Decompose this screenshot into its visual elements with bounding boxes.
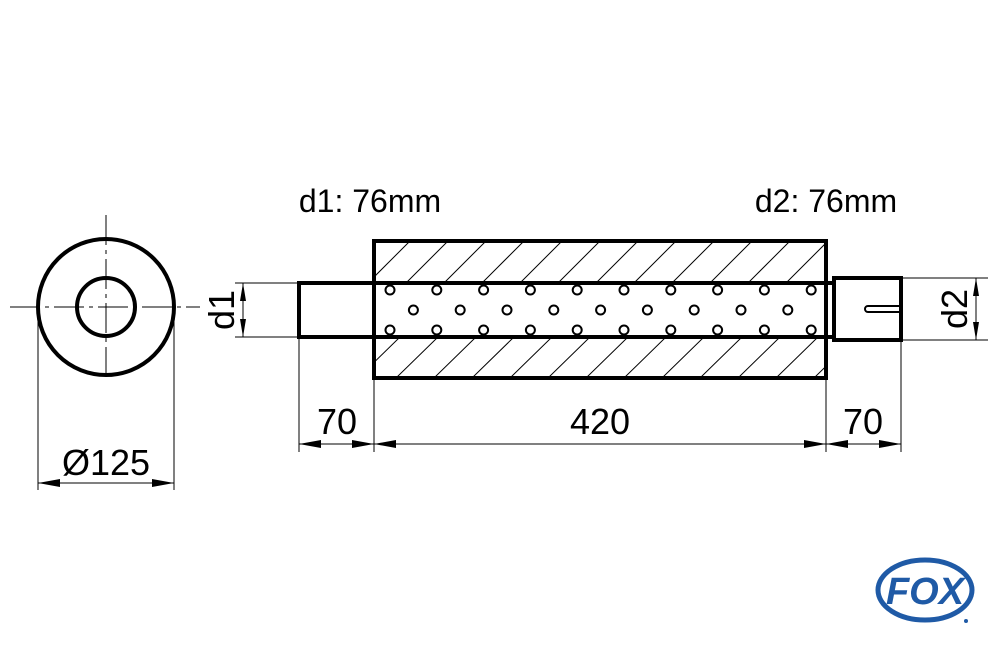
hatch-line	[406, 243, 447, 282]
diameter-label: Ø125	[62, 442, 150, 483]
perforation-hole	[571, 284, 583, 296]
body-length-label: 420	[570, 401, 630, 442]
inlet-pipe	[297, 281, 376, 339]
perforation-hole	[641, 304, 653, 316]
perforation-hole	[782, 304, 794, 316]
outlet-pipe	[832, 276, 903, 342]
hatch-line	[444, 243, 485, 282]
perforation-hole	[478, 324, 490, 336]
logo-text: FOX	[886, 571, 967, 613]
hatch-line	[434, 338, 476, 377]
perforation-hole	[758, 324, 770, 336]
hatch-line	[396, 338, 438, 377]
perforation-hole	[524, 284, 536, 296]
perforation-hole	[688, 304, 700, 316]
perforation-hole	[478, 284, 490, 296]
hatch-line	[596, 243, 637, 282]
hatch-line	[510, 338, 552, 377]
d1-spec: d1: 76mm	[299, 183, 441, 219]
hatch-line	[376, 243, 409, 276]
perforation-hole	[712, 284, 724, 296]
perforation-hole	[548, 304, 560, 316]
hatch-line	[330, 241, 372, 283]
perforation-hole	[595, 304, 607, 316]
hatch-line	[748, 243, 789, 282]
perforation-hole	[618, 324, 630, 336]
perforation-hole	[454, 304, 466, 316]
outlet-slot	[864, 305, 901, 313]
perforation-hole	[618, 284, 630, 296]
outlet-length-label: 70	[843, 401, 883, 442]
perforation-hole	[431, 284, 443, 296]
side-view	[235, 239, 988, 452]
perforation-hole	[735, 304, 747, 316]
hatch-line	[814, 367, 824, 377]
end-view	[10, 215, 200, 490]
hatch-line	[482, 243, 523, 282]
d2-label: d2	[934, 289, 975, 329]
hatch-line	[558, 243, 599, 282]
hatch-line	[776, 338, 818, 377]
inlet-length-label: 70	[317, 401, 357, 442]
perforation-hole	[384, 324, 396, 336]
perforation-hole	[431, 324, 443, 336]
hatch-line	[624, 338, 666, 377]
hatch-line	[320, 337, 362, 378]
hatch-line	[662, 338, 704, 377]
muffler-body	[372, 239, 828, 380]
perforation-hole	[712, 324, 724, 336]
perforation-hole	[665, 284, 677, 296]
perforation-hole	[665, 324, 677, 336]
hatch-line	[520, 243, 561, 282]
perforation-hole	[384, 284, 396, 296]
d1-label: d1	[201, 290, 242, 330]
hatch-line	[548, 338, 590, 377]
hatch-line	[672, 243, 713, 282]
hatch-line	[472, 338, 514, 377]
perforation-hole	[571, 324, 583, 336]
hatch-line	[586, 338, 628, 377]
hatch-line	[634, 243, 675, 282]
perforation-hole	[758, 284, 770, 296]
d2-spec: d2: 76mm	[755, 183, 897, 219]
hatch-line	[376, 338, 400, 362]
hatch-line	[700, 338, 742, 377]
hatch-line	[852, 337, 894, 378]
hatch-line	[786, 244, 824, 282]
hatch-line	[710, 243, 751, 282]
perforation-hole	[501, 304, 513, 316]
perforation-hole	[805, 284, 817, 296]
perforation-hole	[805, 324, 817, 336]
hatch-line	[738, 338, 780, 377]
fox-logo: FOX	[875, 557, 975, 623]
perforation-hole	[407, 304, 419, 316]
perforation-hole	[524, 324, 536, 336]
